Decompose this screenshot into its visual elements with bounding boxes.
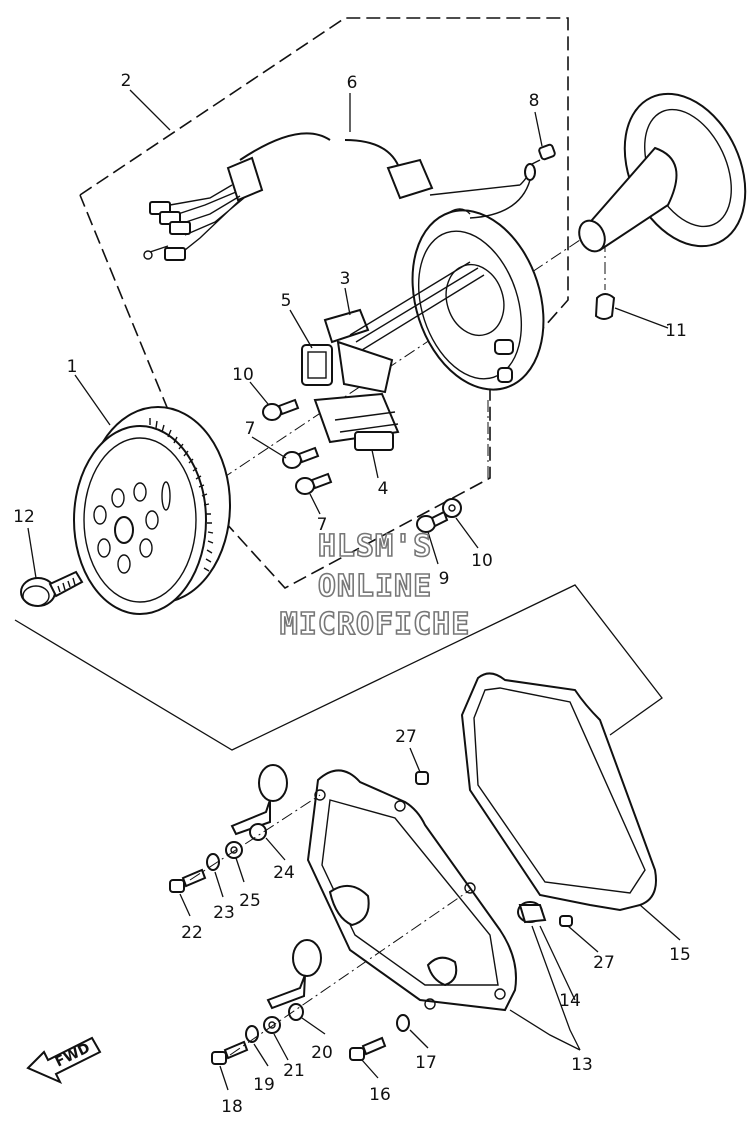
callout-16: 15 [669, 945, 691, 965]
screw-8 [262, 398, 300, 421]
fwd-direction-arrow: FWD [26, 1036, 102, 1085]
hose-clamp-upper [230, 764, 288, 841]
woodruff-key [594, 293, 616, 320]
callout-9: 8 [529, 91, 540, 111]
callout-24: 23 [213, 903, 235, 923]
callout-26: 25 [239, 891, 261, 911]
hose-clamp-lower [266, 939, 322, 1021]
cover-gasket [460, 672, 657, 912]
collar-26 [225, 841, 243, 859]
callout-4: 4 [378, 479, 389, 499]
pin-27b [559, 915, 573, 927]
flywheel-rotor [73, 406, 231, 615]
callout-11: 10 [471, 551, 493, 571]
upper-bolt-centerline [189, 794, 321, 881]
screw-7a [282, 446, 320, 469]
dowel-pin-15 [517, 901, 547, 924]
charging-coil-small [301, 344, 333, 386]
stator-plate [411, 208, 545, 391]
washer-11 [442, 498, 462, 518]
callout-6: 6 [347, 73, 358, 93]
collar-22 [263, 1016, 281, 1034]
callout-21: 20 [311, 1043, 333, 1063]
bolt-17 [349, 1036, 387, 1061]
callout-labels: 2 6 8 3 5 11 1 10 7 4 7 12 9 10 27 24 25… [13, 71, 691, 1117]
callout-25: 24 [273, 863, 295, 883]
callout-20: 19 [253, 1075, 275, 1095]
upper-group-boundary [14, 584, 663, 751]
callout-1: 1 [67, 357, 78, 377]
callout-15: 14 [559, 991, 581, 1011]
pin-27a [415, 771, 429, 785]
bolt-10 [416, 510, 449, 533]
bolt-19 [211, 1040, 249, 1065]
callout-13: 12 [13, 507, 35, 527]
watermark: HLSM'S ONLINE MICROFICHE [279, 528, 471, 643]
callout-5: 5 [281, 291, 292, 311]
callout-18: 17 [415, 1053, 437, 1073]
washer-18 [396, 1014, 410, 1032]
callout-23: 22 [181, 923, 203, 943]
callout-3: 3 [340, 269, 351, 289]
charging-coil [313, 392, 400, 451]
callout-2: 2 [121, 71, 132, 91]
callout-27-upper: 27 [395, 727, 417, 747]
callout-12: 11 [665, 321, 687, 341]
lower-bolt-centerline [229, 889, 471, 1056]
watermark-line-3: MICROFICHE [280, 607, 471, 642]
callout-7-upper: 7 [245, 419, 256, 439]
callout-22: 21 [283, 1061, 305, 1081]
callout-7-lower: 7 [317, 515, 328, 535]
flywheel-bolt [20, 570, 84, 607]
callout-10: 9 [439, 569, 450, 589]
crankcase-housing [578, 92, 747, 253]
leader-lines [27, 89, 681, 1091]
washer-24 [206, 853, 220, 871]
crankcase-cover [306, 769, 517, 1012]
screw-7b [295, 472, 333, 495]
callout-17: 16 [369, 1085, 391, 1105]
lead-wire-harness [143, 132, 536, 261]
callout-14: 13 [571, 1055, 593, 1075]
screw-9 [531, 143, 556, 165]
callout-8: 10 [232, 365, 254, 385]
callout-19: 18 [221, 1097, 243, 1117]
watermark-line-2: ONLINE [318, 569, 432, 604]
pickup-coil [323, 261, 485, 394]
watermark-line-1: HLSM'S [318, 529, 432, 564]
callout-27-lower: 27 [593, 953, 615, 973]
